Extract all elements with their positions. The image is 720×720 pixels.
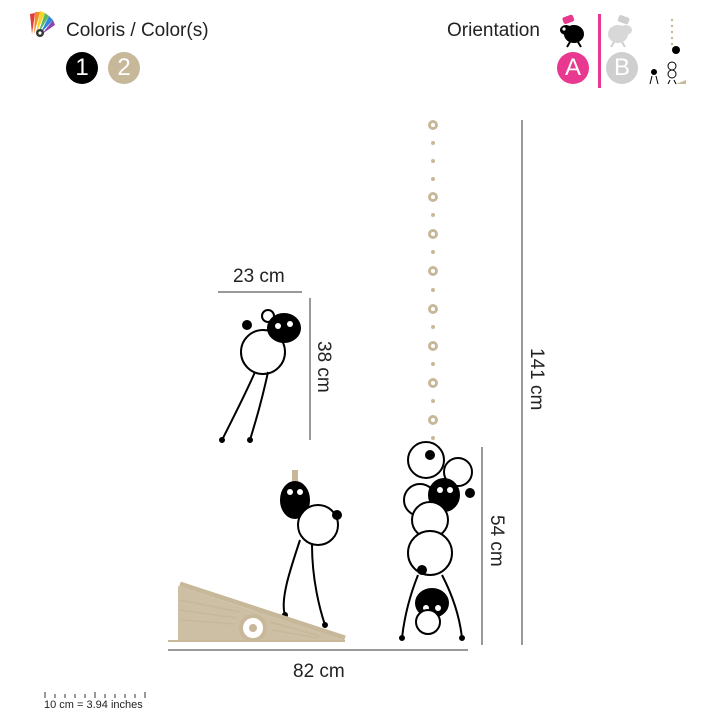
flower-icon	[428, 378, 438, 388]
dot	[431, 436, 435, 440]
dot	[431, 362, 435, 366]
height-small-label: 38 cm	[313, 341, 334, 393]
dot	[431, 159, 435, 163]
dot	[431, 177, 435, 181]
sheep-standing	[280, 470, 342, 628]
flower-string	[428, 120, 438, 440]
flower-icon	[428, 304, 438, 314]
dot	[431, 213, 435, 217]
dot	[431, 399, 435, 403]
flower-icon	[428, 415, 438, 425]
orientation-divider	[598, 14, 601, 88]
scale-ruler	[44, 691, 152, 699]
sheep-stack	[399, 441, 475, 641]
color-palette-icon	[26, 6, 60, 40]
width-total-label: 82 cm	[293, 661, 345, 682]
height-total-label: 141 cm	[526, 348, 547, 411]
colors-title: Coloris / Color(s)	[66, 20, 209, 41]
color-1-swatch[interactable]: 1	[66, 52, 98, 84]
color-2-swatch[interactable]: 2	[108, 52, 140, 84]
sheep-orientation-b-icon	[604, 14, 636, 48]
orientation-b-label: B	[613, 54, 630, 81]
dot	[431, 250, 435, 254]
orientation-b-button[interactable]: B	[606, 52, 638, 84]
flower-icon	[428, 192, 438, 202]
height-stack-label: 54 cm	[486, 515, 507, 567]
dimension-lines	[168, 120, 523, 651]
scale-label: 10 cm = 3.94 inches	[44, 699, 143, 711]
flower-icon	[428, 120, 438, 130]
springboard	[178, 581, 346, 642]
flower-icon	[428, 229, 438, 239]
width-small-label: 23 cm	[233, 266, 285, 287]
sheep-orientation-a-icon	[556, 14, 588, 48]
color-2-label: 2	[117, 54, 131, 81]
flower-icon	[428, 266, 438, 276]
flower-icon	[428, 341, 438, 351]
dot	[431, 288, 435, 292]
orientation-a-label: A	[564, 54, 581, 81]
orientation-a-button[interactable]: A	[557, 52, 589, 84]
dot	[431, 325, 435, 329]
orientation-title: Orientation	[447, 20, 540, 41]
dot	[431, 141, 435, 145]
orientation-preview-thumbnail	[642, 14, 688, 88]
sheep-hanging	[219, 309, 301, 443]
color-1-label: 1	[75, 54, 89, 81]
